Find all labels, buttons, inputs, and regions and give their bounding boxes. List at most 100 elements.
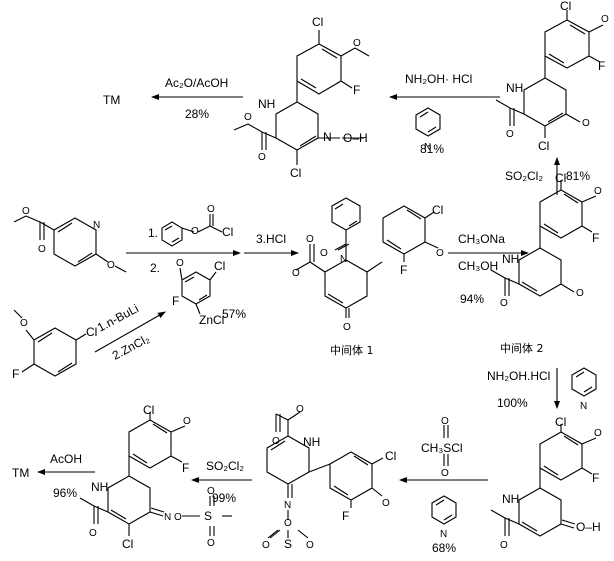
atom-top-oxime-nh: NH (258, 97, 275, 111)
arylzinc-zncl: ZnCl (199, 313, 224, 327)
mesylation-reagent: CH₃SCl (421, 441, 463, 455)
arylzinc-f: F (172, 294, 179, 308)
arylzinc-o: O (176, 258, 184, 269)
atom-top-oxime-f: F (353, 83, 360, 97)
bottom-final-yield: 96% (53, 486, 77, 500)
atom-bo-nh: NH (502, 492, 519, 506)
step1-yield: 57% (222, 307, 246, 321)
atom-top-oxime-o1: O (353, 38, 361, 49)
decarboxylation-reagent1: CH₃ONa (458, 232, 505, 246)
atom-top-oxime-n: N (323, 130, 332, 144)
atom-mo-o4: O (262, 540, 270, 551)
pyridine-n-top: N (424, 142, 431, 153)
atom-bmc-cl2: Cl (122, 537, 133, 551)
atom-int1-o5: O (436, 248, 444, 259)
oximation-yield: 100% (497, 396, 528, 410)
atom-bmc-cl1: Cl (143, 403, 154, 417)
step1-label: 1. (148, 226, 158, 240)
molecule-mesyl-oxime (266, 411, 384, 539)
molecule-bottom-mesyl-chloro (79, 412, 232, 536)
atom-int2-f: F (592, 231, 599, 245)
bottom-target-molecule-label: TM (12, 466, 29, 480)
chlorination-reagent: SO₂Cl₂ (505, 169, 543, 183)
atom-start-o3: O (107, 260, 115, 271)
atom-int1-n: N (340, 254, 347, 265)
pyridine-n-right: N (580, 401, 587, 412)
top-oxime-reagent: NH₂OH· HCl (405, 72, 472, 86)
top-final-reagent: Ac₂O/AcOH (165, 76, 228, 90)
decarboxylation-yield: 94% (460, 292, 484, 306)
atom-cfa-o: O (20, 318, 28, 329)
atom-top-ck-o3: O (506, 129, 514, 140)
atom-int1-o4: O (292, 268, 300, 279)
atom-int1-cl: Cl (432, 203, 443, 217)
intermediate1-label: 中间体 1 (330, 343, 374, 357)
atom-top-oxime-o3: O (244, 112, 252, 123)
atom-mo-o2: O (272, 436, 280, 447)
atom-bo-o1: O (594, 428, 602, 439)
molecule-intermediate1 (295, 197, 439, 318)
arrow-zinc-prep (94, 311, 166, 353)
zinc-prep-line2: 2.ZnCl₂ (110, 331, 152, 362)
top-target-molecule-label: TM (103, 93, 120, 107)
mesyl-chloride-icon (443, 425, 449, 466)
atom-top-oxime-cl2: Cl (290, 166, 301, 180)
mesyl-o-bottom: O (441, 468, 449, 479)
pyridine-icon (571, 367, 597, 397)
step1-reagent-label: 2. (150, 261, 160, 275)
pyridine-n-bottom: N (440, 529, 447, 540)
atom-mo-cl: Cl (385, 449, 396, 463)
bottom-chlor-yield: 99% (212, 491, 236, 505)
atom-int1-o2: O (306, 234, 314, 245)
atom-top-ck-f: F (598, 59, 605, 73)
atom-mo-o5: O (306, 540, 314, 551)
atom-start-n: N (93, 220, 100, 231)
atom-int1-o3: O (343, 322, 351, 333)
atom-mo-n: N (284, 500, 291, 511)
atom-top-ck-cl2: Cl (538, 139, 549, 153)
atom-bo-f: F (592, 471, 599, 485)
atom-mo-o1: O (296, 404, 304, 415)
atom-bmc-o4: O (207, 538, 215, 549)
atom-bo-cl: Cl (555, 415, 566, 429)
top-oxime-yield: 81% (420, 142, 444, 156)
arylzinc-icon (179, 267, 217, 315)
atom-top-oxime-cl1: Cl (312, 15, 323, 29)
atom-mo-nh: NH (303, 435, 320, 449)
atom-top-oxime-oh: O–H (343, 131, 368, 145)
pcf-o2: O (207, 204, 215, 215)
atom-bo-oh: O–H (576, 520, 601, 534)
atom-bmc-s: S (204, 509, 212, 523)
atom-top-ck-cl1: Cl (560, 0, 571, 13)
atom-top-ck-o2: O (582, 118, 590, 129)
atom-bmc-o5: O (89, 528, 97, 539)
molecule-top-chloroketone (495, 10, 604, 138)
atom-int2-o1: O (594, 186, 602, 197)
atom-mo-o3: O (284, 518, 292, 529)
atom-int1-o1: O (320, 248, 328, 259)
molecule-intermediate2 (490, 180, 597, 297)
molecule-top-oxime (233, 30, 370, 165)
atom-bmc-o1: O (183, 416, 191, 427)
atom-mo-f: F (342, 509, 349, 523)
atom-int2-o2: O (576, 288, 584, 299)
atom-top-ck-nh: NH (506, 81, 523, 95)
mesyl-o-top: O (441, 416, 449, 427)
atom-int2-cl: Cl (555, 171, 566, 185)
pcf-o1: O (191, 226, 199, 237)
molecule-bottom-oxime (490, 424, 597, 537)
pyridine-icon (415, 107, 441, 137)
pyridine-icon (431, 495, 457, 525)
atom-int2-nh: NH (502, 252, 519, 266)
atom-bmc-f: F (182, 461, 189, 475)
mesylation-yield: 68% (432, 541, 456, 555)
atom-bmc-o3: O (207, 486, 215, 497)
top-final-yield: 28% (185, 107, 209, 121)
intermediate2-label: 中间体 2 (500, 341, 544, 355)
bottom-chlor-reagent: SO₂Cl₂ (206, 459, 244, 473)
atom-cfa-cl: Cl (86, 325, 97, 339)
atom-start-o1: O (38, 244, 46, 255)
atom-int2-o3: O (500, 298, 508, 309)
step3-label: 3.HCl (256, 232, 286, 246)
